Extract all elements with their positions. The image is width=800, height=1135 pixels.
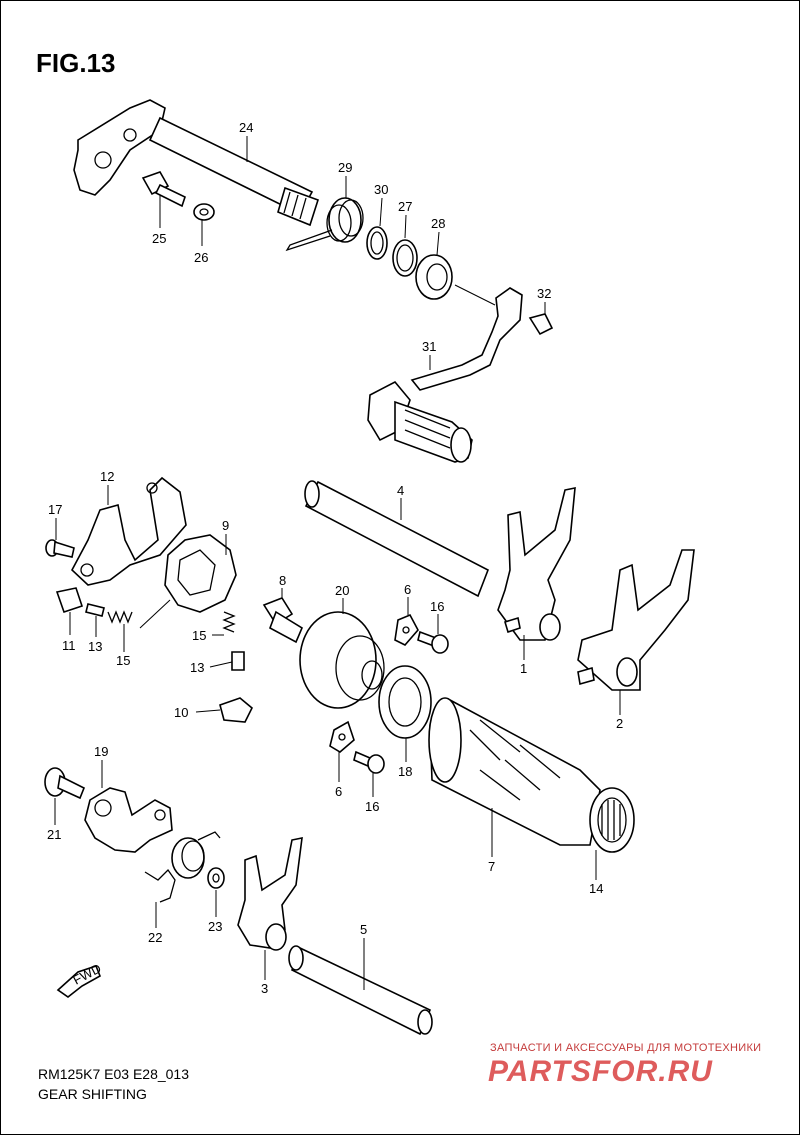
callout-20: 20 [335, 583, 349, 598]
callout-26: 26 [194, 250, 208, 265]
part-8-bolt[interactable] [262, 597, 304, 644]
part-15-spring-upper[interactable] [107, 610, 133, 624]
part-15-spring-lower[interactable] [222, 611, 236, 633]
callout-13b: 13 [190, 660, 204, 675]
callout-4: 4 [397, 483, 404, 498]
callout-32: 32 [537, 286, 551, 301]
callout-23: 23 [208, 919, 222, 934]
part-4-fork-shaft[interactable] [304, 480, 490, 598]
callout-10: 10 [174, 705, 188, 720]
part-28-oil-seal[interactable] [415, 254, 496, 306]
part-1-shift-fork[interactable] [497, 487, 576, 641]
part-13-pin-lower[interactable] [231, 651, 245, 671]
callout-21: 21 [47, 827, 61, 842]
fwd-arrow-icon: FWD [56, 961, 104, 998]
part-19-gearshift-arm[interactable] [84, 787, 173, 853]
callout-16b: 16 [365, 799, 379, 814]
part-20-gearshift-cam[interactable] [299, 611, 385, 709]
part-30-circlip[interactable] [366, 226, 388, 260]
callout-16a: 16 [430, 599, 444, 614]
callout-25: 25 [152, 231, 166, 246]
callout-1: 1 [520, 661, 527, 676]
part-2-shift-fork[interactable] [577, 549, 695, 691]
part-7-gearshift-cam-drum[interactable] [428, 697, 601, 846]
part-26-washer[interactable] [193, 203, 215, 221]
watermark-tagline: ЗАПЧАСТИ И АКСЕССУАРЫ ДЛЯ МОТОТЕХНИКИ [490, 1042, 762, 1054]
callout-17: 17 [48, 502, 62, 517]
part-25-bolt[interactable] [141, 171, 186, 208]
figure-title: FIG.13 [36, 48, 116, 78]
callout-6a: 6 [404, 582, 411, 597]
part-5-fork-shaft[interactable] [288, 945, 433, 1036]
callout-5: 5 [360, 922, 367, 937]
footer-model-code: RM125K7 E03 E28_013 [38, 1066, 189, 1082]
part-32-bolt[interactable] [528, 313, 554, 336]
callout-8: 8 [279, 573, 286, 588]
callout-22: 22 [148, 930, 162, 945]
callout-2: 2 [616, 716, 623, 731]
callout-labels: 24 25 26 29 30 27 28 32 31 4 12 17 9 8 1… [47, 120, 623, 996]
part-16-screw-upper[interactable] [417, 630, 449, 654]
part-13-pin-upper[interactable] [85, 603, 105, 617]
part-21-bolt[interactable] [44, 767, 86, 800]
part-22-return-spring[interactable] [171, 831, 221, 879]
callout-19: 19 [94, 744, 108, 759]
footer-description: GEAR SHIFTING [38, 1086, 147, 1102]
callout-14: 14 [589, 881, 603, 896]
callout-31: 31 [422, 339, 436, 354]
part-6-plate-lower[interactable] [329, 720, 355, 753]
callout-3: 3 [261, 981, 268, 996]
watermark-logo: PARTSFOR.RU [488, 1055, 713, 1088]
callout-12: 12 [100, 469, 114, 484]
part-24-shift-shaft[interactable] [73, 99, 319, 227]
leader-lines [54, 136, 621, 990]
part-16-screw-lower[interactable] [353, 750, 385, 774]
callout-30: 30 [374, 182, 388, 197]
part-29-return-spring[interactable] [285, 197, 364, 252]
callout-7: 7 [488, 859, 495, 874]
callout-29: 29 [338, 160, 352, 175]
callout-18: 18 [398, 764, 412, 779]
part-17-screw[interactable] [45, 539, 75, 558]
callout-9: 9 [222, 518, 229, 533]
callout-15b: 15 [192, 628, 206, 643]
part-11-pawl-block[interactable] [55, 587, 84, 614]
part-14-needle-bearing[interactable] [589, 787, 635, 853]
callout-24: 24 [239, 120, 253, 135]
callout-27: 27 [398, 199, 412, 214]
part-3-shift-fork[interactable] [237, 836, 303, 951]
part-27-washer[interactable] [392, 239, 418, 277]
part-9-cam-driven-gear[interactable] [139, 534, 237, 629]
part-6-plate-upper[interactable] [394, 613, 419, 646]
part-31-gearshift-lever[interactable] [367, 287, 523, 463]
part-22-shift-pin[interactable] [144, 868, 176, 903]
part-18-bearing[interactable] [378, 665, 432, 739]
part-23-washer[interactable] [207, 867, 225, 889]
callout-11: 11 [62, 638, 76, 653]
callout-13a: 13 [88, 639, 102, 654]
callout-28: 28 [431, 216, 445, 231]
callout-6b: 6 [335, 784, 342, 799]
part-12-gear-shift-stopper[interactable] [71, 476, 187, 586]
callout-15a: 15 [116, 653, 130, 668]
part-10-stopper[interactable] [219, 697, 253, 723]
